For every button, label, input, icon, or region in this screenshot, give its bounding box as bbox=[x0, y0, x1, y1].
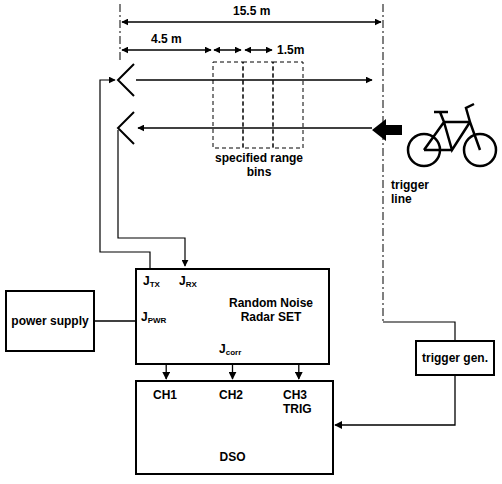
channel-label: CH2 bbox=[219, 388, 243, 402]
dimension-label: 15.5 m bbox=[232, 4, 271, 18]
tx-beam bbox=[136, 79, 372, 80]
jack-label: Jcorr bbox=[219, 342, 241, 358]
rx-wire bbox=[118, 130, 185, 266]
trigger-gen-box: trigger gen. bbox=[415, 340, 495, 376]
box-label: Random Noise Radar SET bbox=[219, 296, 323, 325]
range-bin bbox=[213, 62, 243, 148]
signal-connector bbox=[95, 320, 135, 321]
range-bin bbox=[273, 62, 303, 148]
jack-label: JTX bbox=[143, 274, 160, 290]
dimension-arrow bbox=[122, 21, 381, 23]
radar-set-box: JTX JRX JPWR Random Noise Radar SET Jcorr bbox=[135, 268, 330, 365]
box-label: DSO bbox=[137, 450, 328, 464]
trigger-line-label: trigger line bbox=[390, 178, 442, 207]
reference-line bbox=[120, 4, 121, 62]
dimension-arrow bbox=[122, 49, 211, 51]
channel-label: CH3 TRIG bbox=[283, 388, 323, 417]
jack-label: JPWR bbox=[141, 310, 166, 326]
signal-connector bbox=[298, 365, 299, 379]
dimension-arrow bbox=[245, 49, 272, 51]
trigger-wire bbox=[383, 322, 455, 340]
dimension-label: 4.5 m bbox=[150, 32, 183, 46]
bicycle bbox=[408, 104, 496, 166]
box-label: power supply bbox=[7, 314, 93, 328]
box-label: trigger gen. bbox=[417, 351, 493, 365]
signal-connector bbox=[335, 376, 455, 425]
tx-wire bbox=[100, 80, 150, 268]
power-supply-box: power supply bbox=[5, 290, 95, 352]
dimension-arrow bbox=[214, 49, 241, 51]
motion-arrow bbox=[372, 119, 402, 141]
dimension-label: 1.5m bbox=[276, 43, 305, 57]
rx-antenna bbox=[118, 112, 134, 144]
tx-antenna bbox=[118, 64, 134, 96]
rx-beam bbox=[138, 127, 372, 128]
dso-box: CH1 CH2 CH3 TRIG DSO bbox=[135, 380, 334, 475]
channel-label: CH1 bbox=[153, 388, 177, 402]
trigger-line bbox=[383, 4, 384, 322]
range-bin bbox=[243, 62, 273, 148]
jack-label: JRX bbox=[179, 274, 197, 290]
signal-connector bbox=[232, 365, 233, 379]
range-bin-label: specified range bins bbox=[203, 151, 315, 180]
signal-connector bbox=[166, 365, 167, 379]
